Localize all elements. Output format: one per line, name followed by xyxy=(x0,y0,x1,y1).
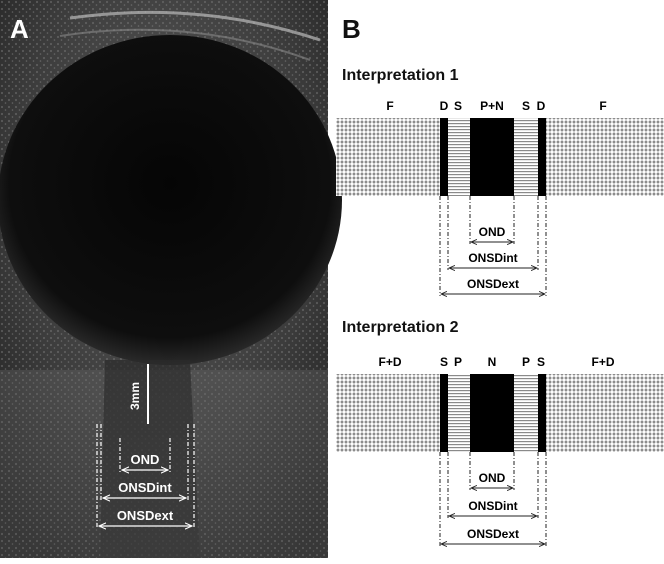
pia-right xyxy=(514,374,538,452)
onsdext-label: ONSDext xyxy=(467,277,519,291)
layer-label: P+N xyxy=(480,99,504,113)
nerve-core xyxy=(470,374,514,452)
layer-label: F xyxy=(386,99,393,113)
measure-guides xyxy=(96,424,195,528)
panel-a: 3mm OND ONSDint ONSDext A xyxy=(0,0,342,558)
scale-label: 3mm xyxy=(128,382,142,410)
layer-label: F+D xyxy=(378,355,401,369)
fat-layer-right xyxy=(546,118,664,196)
layer-label: P xyxy=(522,355,530,369)
subarachnoid-left xyxy=(448,118,470,196)
fat-dura-layer-right xyxy=(546,374,664,452)
layer-label: F+D xyxy=(591,355,614,369)
pia-left xyxy=(448,374,470,452)
layer-label: D xyxy=(440,99,449,113)
measure-guides xyxy=(439,196,547,296)
onsdint-label: ONSDint xyxy=(118,480,172,495)
onsdint-label: ONSDint xyxy=(468,251,517,265)
panel-b: B Interpretation 1 F D S P+N S D F xyxy=(336,14,664,546)
panel-a-letter: A xyxy=(10,14,29,44)
interpretation-1-title: Interpretation 1 xyxy=(342,67,459,84)
layer-label: F xyxy=(599,99,606,113)
eye-globe xyxy=(0,35,342,365)
ond-label: OND xyxy=(479,471,506,485)
interpretation-2-title: Interpretation 2 xyxy=(342,319,459,336)
layer-label: S xyxy=(522,99,530,113)
panel-b-letter: B xyxy=(342,14,361,44)
onsdext-label: ONSDext xyxy=(117,508,174,523)
onsdint-label: ONSDint xyxy=(468,499,517,513)
subarachnoid-right xyxy=(514,118,538,196)
dura-right xyxy=(538,118,546,196)
layer-label: S xyxy=(454,99,462,113)
sheath-right xyxy=(538,374,546,452)
interpretation-1: Interpretation 1 F D S P+N S D F xyxy=(336,67,664,296)
ond-label: OND xyxy=(479,225,506,239)
onsdext-label: ONSDext xyxy=(467,527,519,541)
nerve-core xyxy=(470,118,514,196)
fat-dura-layer-left xyxy=(336,374,440,452)
ond-label: OND xyxy=(131,452,160,467)
dura-left xyxy=(440,118,448,196)
interpretation-2: Interpretation 2 F+D S P N P S F+D xyxy=(336,319,664,546)
layer-label: N xyxy=(488,355,497,369)
sheath-left xyxy=(440,374,448,452)
layer-label: S xyxy=(537,355,545,369)
layer-label: P xyxy=(454,355,462,369)
optic-nerve-shadow xyxy=(100,360,200,558)
measure-guides xyxy=(439,452,547,546)
layer-label: S xyxy=(440,355,448,369)
fat-layer-left xyxy=(336,118,440,196)
layer-label: D xyxy=(537,99,546,113)
